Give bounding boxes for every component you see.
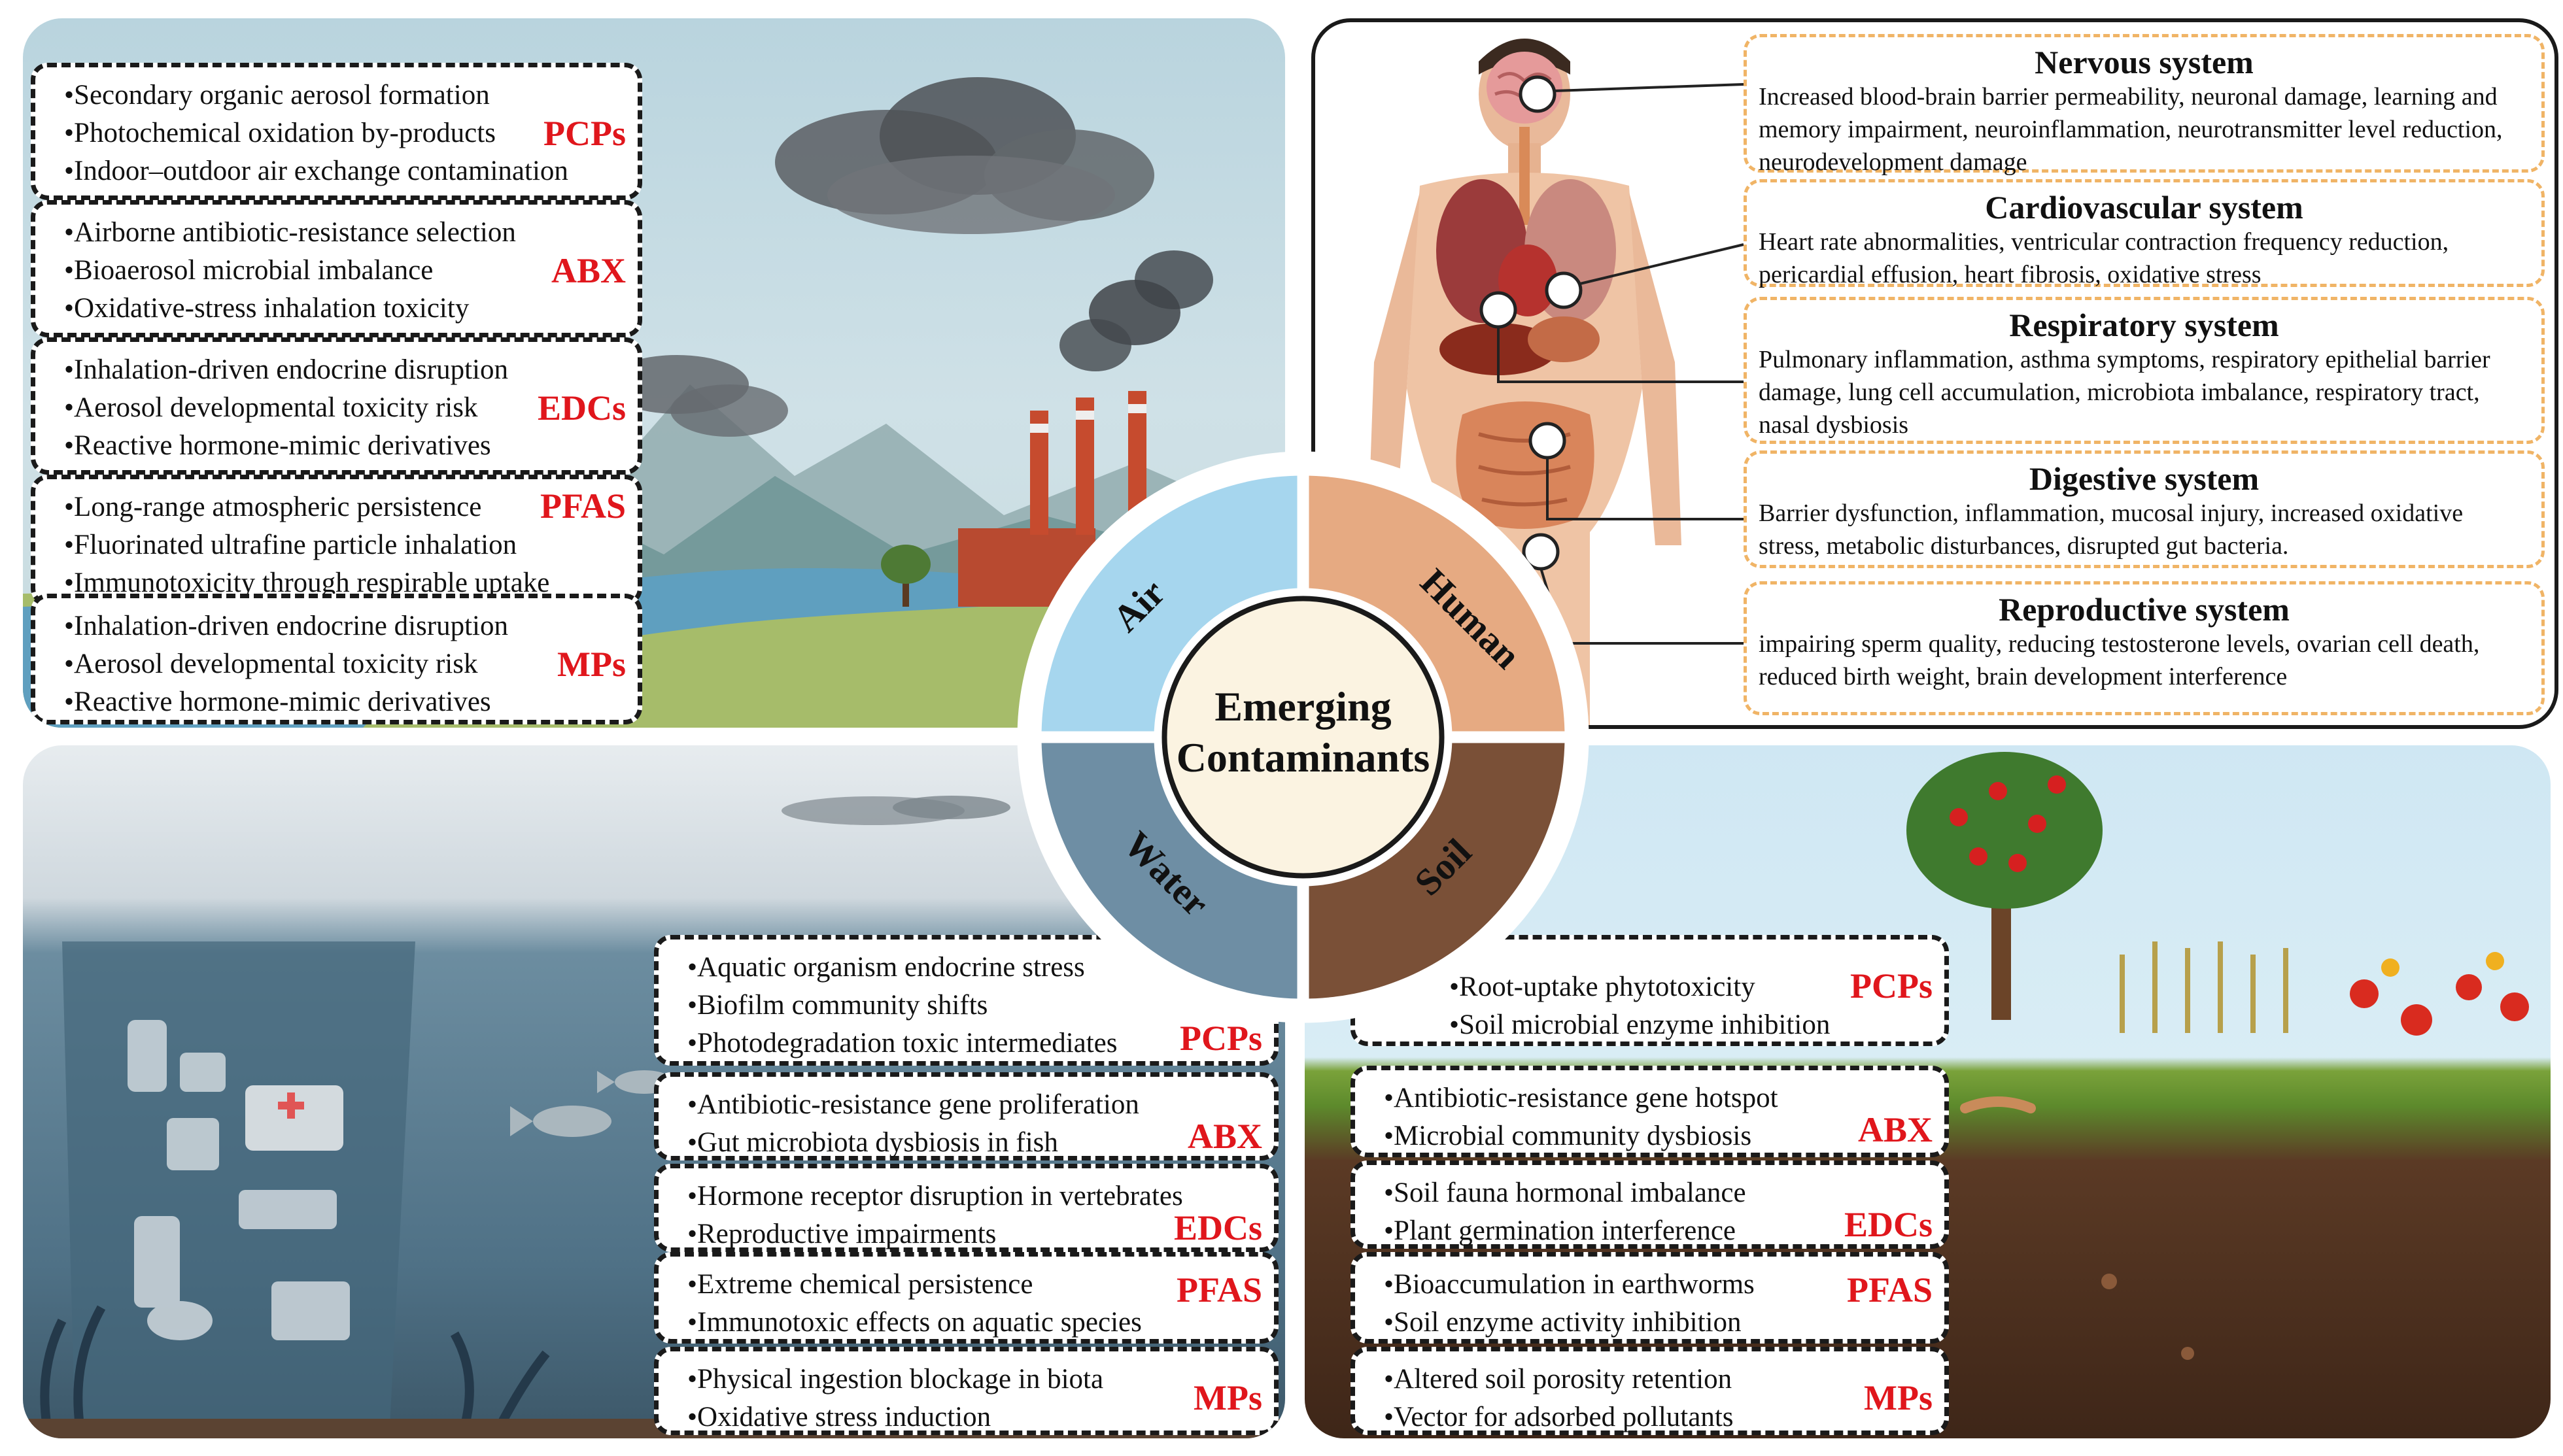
contaminant-tag: MPs bbox=[1194, 1378, 1262, 1417]
air-pfas-box: •Long-range atmospheric persistence •Flu… bbox=[31, 475, 642, 605]
contaminant-tag: EDCs bbox=[1844, 1205, 1933, 1244]
list-item: •Biofilm community shifts bbox=[687, 990, 988, 1021]
list-item: •Aerosol developmental toxicity risk bbox=[64, 392, 478, 423]
list-item: •Soil microbial enzyme inhibition bbox=[1449, 1009, 1831, 1040]
contaminant-tag: PCPs bbox=[1180, 1019, 1262, 1058]
list-item: •Oxidative-stress inhalation toxicity bbox=[64, 293, 470, 324]
list-item: •Inhalation-driven endocrine disruption bbox=[64, 611, 508, 641]
list-item: •Extreme chemical persistence bbox=[687, 1269, 1033, 1300]
soil-pfas-box: •Bioaccumulation in earthworms •Soil enz… bbox=[1350, 1252, 1949, 1344]
list-item: •Physical ingestion blockage in biota bbox=[687, 1364, 1104, 1395]
list-item: •Plant germination interference bbox=[1384, 1215, 1736, 1246]
soil-scene-illustration bbox=[1906, 752, 2529, 1360]
list-item: •Gut microbiota dysbiosis in fish bbox=[687, 1127, 1058, 1158]
list-item: •Long-range atmospheric persistence bbox=[64, 492, 482, 522]
contaminant-tag: MPs bbox=[557, 645, 626, 684]
water-mps-box: •Physical ingestion blockage in biota •O… bbox=[654, 1347, 1279, 1435]
soil-mps-box: •Altered soil porosity retention •Vector… bbox=[1350, 1347, 1949, 1435]
list-item: •Bioaerosol microbial imbalance bbox=[64, 255, 434, 286]
system-description: impairing sperm quality, reducing testos… bbox=[1759, 630, 2480, 690]
system-description: Barrier dysfunction, inflammation, mucos… bbox=[1759, 499, 2464, 560]
nervous-system-box: Nervous system Increased blood-brain bar… bbox=[1744, 34, 2545, 176]
cardiovascular-system-box: Cardiovascular system Heart rate abnorma… bbox=[1744, 179, 2545, 288]
list-item: •Vector for adsorbed pollutants bbox=[1384, 1402, 1734, 1432]
system-title: Respiratory system bbox=[2009, 307, 2279, 343]
system-description: Heart rate abnormalities, ventricular co… bbox=[1759, 228, 2449, 288]
system-description: Pulmonary inflammation, asthma symptoms,… bbox=[1759, 346, 2490, 439]
contaminant-tag: MPs bbox=[1864, 1378, 1933, 1417]
list-item: •Indoor–outdoor air exchange contaminati… bbox=[64, 156, 568, 186]
list-item: •Fluorinated ultrafine particle inhalati… bbox=[64, 530, 517, 560]
human-panel: Nervous system Increased blood-brain bar… bbox=[1311, 18, 2558, 729]
air-abx-box: •Airborne antibiotic-resistance selectio… bbox=[31, 200, 642, 337]
respiratory-system-box: Respiratory system Pulmonary inflammatio… bbox=[1744, 297, 2545, 444]
center-hub: Emerging Contaminants Air Human Water So… bbox=[1017, 451, 1589, 1023]
list-item: •Reactive hormone-mimic derivatives bbox=[64, 686, 491, 717]
list-item: •Reproductive impairments bbox=[687, 1219, 997, 1249]
list-item: •Inhalation-driven endocrine disruption bbox=[64, 354, 508, 385]
list-item: •Photochemical oxidation by-products bbox=[64, 118, 496, 148]
system-description: Increased blood-brain barrier permeabili… bbox=[1759, 83, 2503, 176]
contaminant-tag: EDCs bbox=[1173, 1208, 1262, 1247]
center-title-line1: Emerging bbox=[1214, 683, 1391, 730]
list-item: •Oxidative stress induction bbox=[687, 1402, 991, 1432]
list-item: •Immunotoxic effects on aquatic species bbox=[687, 1307, 1142, 1338]
list-item: •Aerosol developmental toxicity risk bbox=[64, 649, 478, 679]
contaminant-tag: ABX bbox=[551, 251, 626, 290]
water-panel: •Aquatic organism endocrine stress •Biof… bbox=[23, 745, 1285, 1438]
system-title: Nervous system bbox=[2035, 44, 2254, 80]
soil-abx-box: •Antibiotic-resistance gene hotspot •Mic… bbox=[1350, 1066, 1949, 1157]
contaminant-tag: PFAS bbox=[540, 486, 626, 526]
list-item: •Aquatic organism endocrine stress bbox=[687, 952, 1085, 983]
system-title: Reproductive system bbox=[1999, 591, 2290, 628]
water-abx-box: •Antibiotic-resistance gene proliferatio… bbox=[654, 1072, 1279, 1160]
list-item: •Reactive hormone-mimic derivatives bbox=[64, 430, 491, 461]
water-pfas-box: •Extreme chemical persistence •Immunotox… bbox=[654, 1252, 1279, 1344]
center-title-line2: Contaminants bbox=[1177, 734, 1430, 781]
list-item: •Antibiotic-resistance gene hotspot bbox=[1384, 1083, 1778, 1113]
contaminant-tag: PCPs bbox=[1850, 966, 1933, 1006]
list-item: •Altered soil porosity retention bbox=[1384, 1364, 1732, 1395]
contaminant-tag: ABX bbox=[1857, 1110, 1933, 1149]
system-title: Cardiovascular system bbox=[1985, 189, 2303, 226]
list-item: •Airborne antibiotic-resistance selectio… bbox=[64, 217, 516, 248]
contaminant-tag: PFAS bbox=[1177, 1270, 1262, 1310]
list-item: •Secondary organic aerosol formation bbox=[64, 80, 490, 110]
reproductive-system-box: Reproductive system impairing sperm qual… bbox=[1744, 581, 2545, 715]
air-edcs-box: •Inhalation-driven endocrine disruption … bbox=[31, 337, 642, 475]
digestive-system-box: Digestive system Barrier dysfunction, in… bbox=[1744, 450, 2545, 568]
contaminant-tag: PFAS bbox=[1847, 1270, 1933, 1310]
list-item: •Hormone receptor disruption in vertebra… bbox=[687, 1181, 1183, 1211]
contaminant-tag: ABX bbox=[1187, 1117, 1262, 1156]
human-body-illustration bbox=[1368, 39, 1744, 725]
list-item: •Root-uptake phytotoxicity bbox=[1449, 972, 1755, 1002]
center-disc bbox=[1161, 596, 1445, 879]
contaminant-tag: PCPs bbox=[543, 114, 626, 153]
system-title: Digestive system bbox=[2029, 460, 2260, 497]
air-pcps-box: •Secondary organic aerosol formation •Ph… bbox=[31, 63, 642, 200]
contaminant-tag: EDCs bbox=[537, 388, 626, 428]
water-scene-illustration bbox=[23, 796, 1285, 1438]
list-item: •Microbial community dysbiosis bbox=[1384, 1121, 1752, 1151]
list-item: •Soil enzyme activity inhibition bbox=[1384, 1307, 1742, 1338]
list-item: •Bioaccumulation in earthworms bbox=[1384, 1269, 1755, 1300]
soil-edcs-box: •Soil fauna hormonal imbalance •Plant ge… bbox=[1350, 1160, 1949, 1249]
list-item: •Photodegradation toxic intermediates bbox=[687, 1028, 1118, 1058]
air-mps-box: •Inhalation-driven endocrine disruption … bbox=[31, 594, 642, 724]
list-item: •Soil fauna hormonal imbalance bbox=[1384, 1177, 1746, 1208]
water-edcs-box: •Hormone receptor disruption in vertebra… bbox=[654, 1164, 1279, 1252]
list-item: •Immunotoxicity through respirable uptak… bbox=[64, 567, 550, 598]
list-item: •Antibiotic-resistance gene proliferatio… bbox=[687, 1089, 1139, 1120]
